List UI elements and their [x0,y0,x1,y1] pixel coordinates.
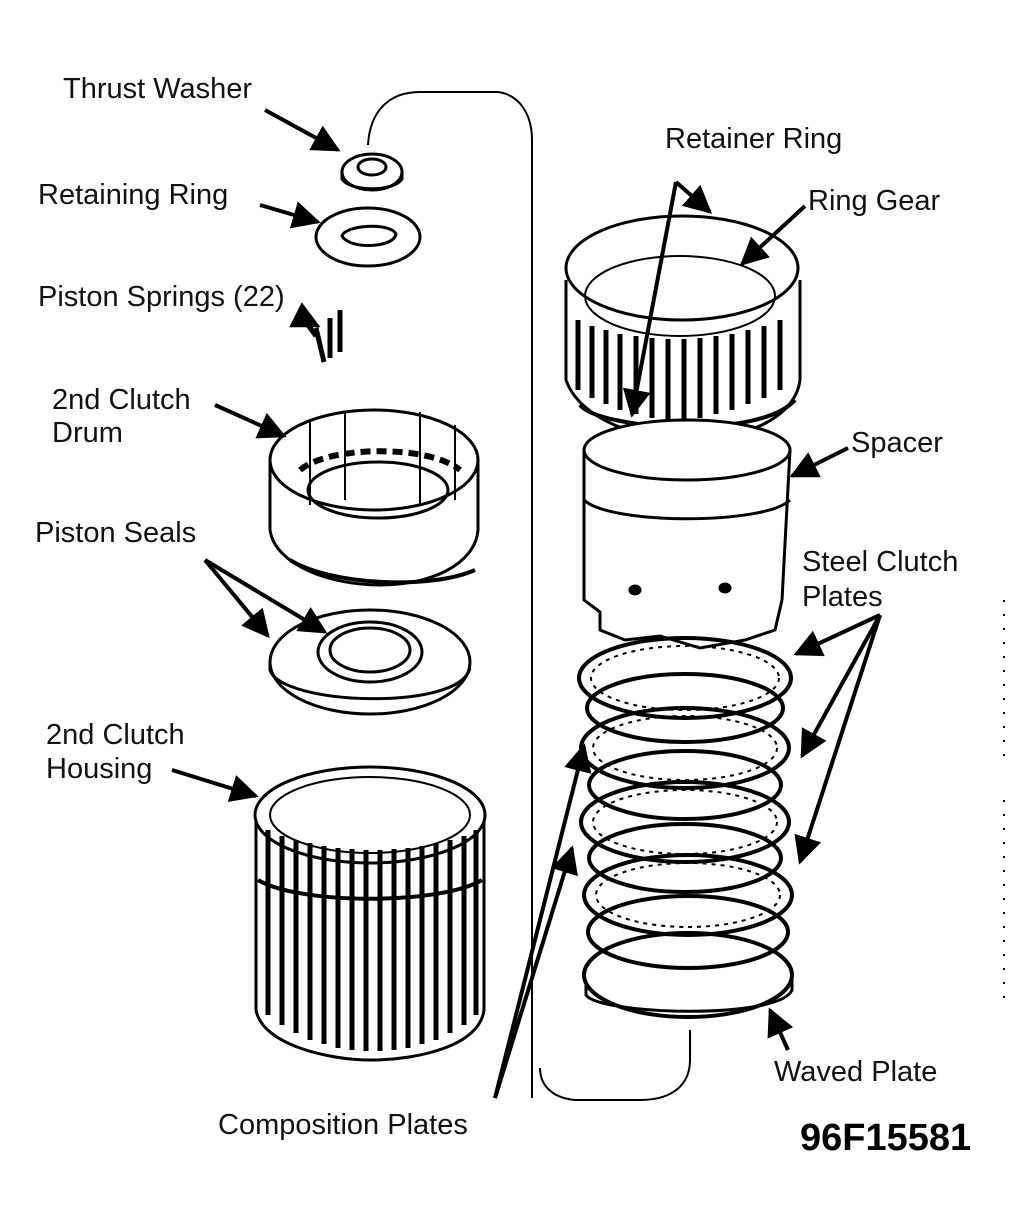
left-assembly-outline [367,91,691,1101]
ring-gear-part [564,214,802,442]
piston-springs-part [300,310,343,363]
piston-seals-part [268,608,472,716]
label-ring-gear: Ring Gear [808,185,941,217]
label-retaining-ring: Retaining Ring [38,179,229,211]
figure-id: 96F15581 [800,1117,972,1159]
clutch-plate-stack [577,636,794,1019]
second-clutch-drum-part [268,408,480,587]
spacer-part [582,418,792,650]
label-spacer: Spacer [851,427,943,459]
retaining-ring-part [314,206,422,268]
label-composition-plates: Composition Plates [218,1109,468,1141]
label-clutch-housing-line2: Housing [46,753,153,785]
leader-arrows [171,108,882,1099]
label-clutch-drum-line1: 2nd Clutch [52,384,191,416]
second-clutch-housing-part [253,765,487,1062]
label-piston-seals: Piston Seals [35,517,197,549]
label-retainer-ring: Retainer Ring [665,123,843,155]
thrust-washer-part [340,152,404,192]
label-steel-clutch-plates-line1: Steel Clutch [802,546,959,578]
label-clutch-drum-line2: Drum [52,417,123,449]
label-thrust-washer: Thrust Washer [63,73,253,105]
label-piston-springs: Piston Springs (22) [38,281,285,313]
label-steel-clutch-plates-line2: Plates [802,581,883,613]
label-clutch-housing-line1: 2nd Clutch [46,719,185,751]
label-waved-plate: Waved Plate [774,1056,938,1088]
